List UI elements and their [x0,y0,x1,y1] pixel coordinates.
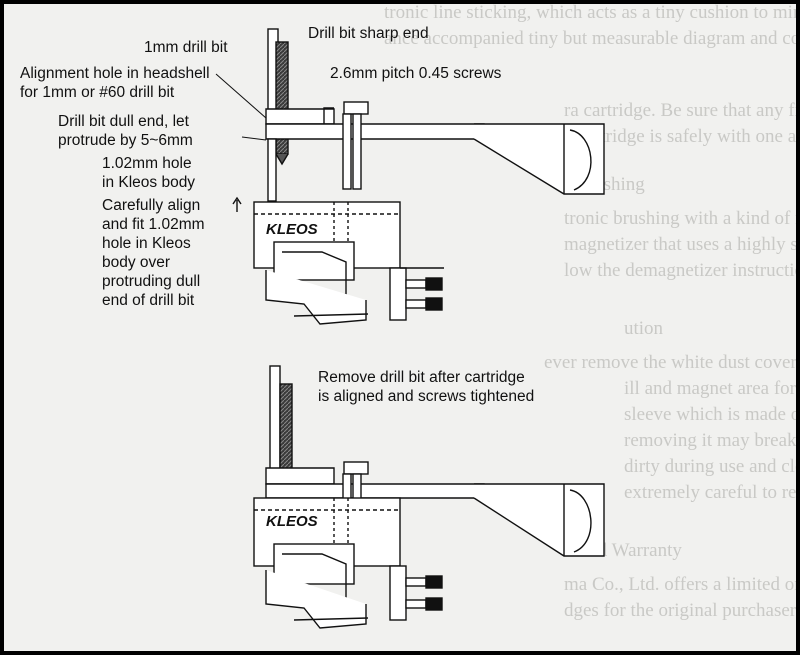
top-illustration [232,28,605,325]
bottom-illustration [253,365,605,629]
label-screws: 2.6mm pitch 0.45 screws [330,65,502,82]
bg-line: dirty during use and cleaning with care,… [624,456,796,477]
bg-line: dges for the original purchaser. Warrant… [564,600,796,621]
leader-lines-top [215,73,267,141]
bg-line: extremely careful to remove it from the … [624,482,796,503]
bg-line: low the demagnetizer instructions [564,260,796,281]
bg-line: ance accompanied tiny but measurable dia… [384,28,796,49]
bg-line: ill and magnet area for the handling env… [624,378,796,399]
label-remove-drill-bit: Remove drill bit after cartridge is alig… [318,369,535,405]
label-sharp-end: Drill bit sharp end [308,25,429,42]
label-dull-end: Drill bit dull end, let protrude by 5~6m… [58,113,193,149]
alignment-diagram: KLEOS [215,28,605,629]
kleos-logo-top: KLEOS [266,221,318,238]
label-drill-bit: 1mm drill bit [144,39,228,56]
label-alignment-hole: Alignment hole in headshell for 1mm or #… [20,65,210,101]
kleos-logo-bottom: KLEOS [266,513,318,530]
bg-line: removing it may break or cause the stylu… [624,430,796,451]
bg-line: e cartridge is safely with one and more … [564,126,796,147]
label-kleos-hole: 1.02mm hole in Kleos body [102,155,196,191]
bg-line: ma Co., Ltd. offers a limited one-year w… [564,574,796,595]
bg-line: ra cartridge. Be sure that any fiddling … [564,100,796,121]
bg-line: tronic brushing with a kind of non-magne… [564,208,796,229]
bg-line: magnetizer that uses a highly steady dir… [564,234,796,255]
background-manual-text: tronic line sticking, which acts as a ti… [4,4,796,651]
bg-line: ution [624,318,664,339]
bg-line: tronic line sticking, which acts as a ti… [384,4,796,23]
bg-line: ever remove the white dust cover that se… [544,352,796,373]
bg-line: sleeve which is made of soft but durable… [624,404,796,425]
label-carefully-align: Carefully align and fit 1.02mm hole in K… [102,197,205,309]
manual-page: tronic line sticking, which acts as a ti… [4,4,796,651]
